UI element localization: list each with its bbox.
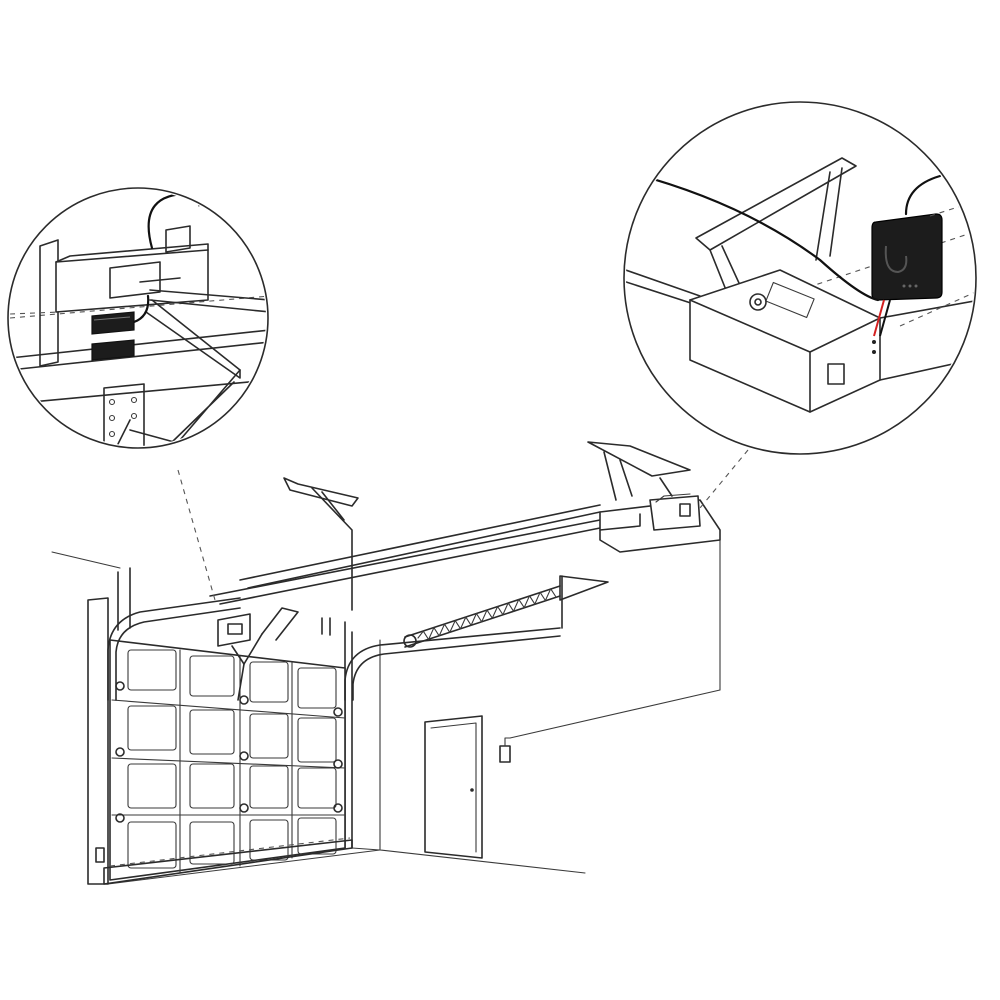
door-panels: [127, 649, 337, 869]
opener-rail: [209, 477, 601, 701]
opener-motor-unit: [587, 441, 721, 553]
torsion-spring: [403, 585, 561, 648]
callout-smart-controller: [623, 101, 977, 455]
smart-controller-module: [871, 213, 943, 301]
garage-door: [87, 567, 353, 885]
callout-leaders: [177, 449, 749, 601]
callout-door-sensor: [7, 187, 269, 449]
room-walls: [51, 539, 721, 885]
interior-door: [424, 715, 483, 859]
door-tracks: [107, 575, 609, 701]
door-sensor-magnet: [91, 311, 135, 361]
wall-control: [499, 689, 721, 763]
